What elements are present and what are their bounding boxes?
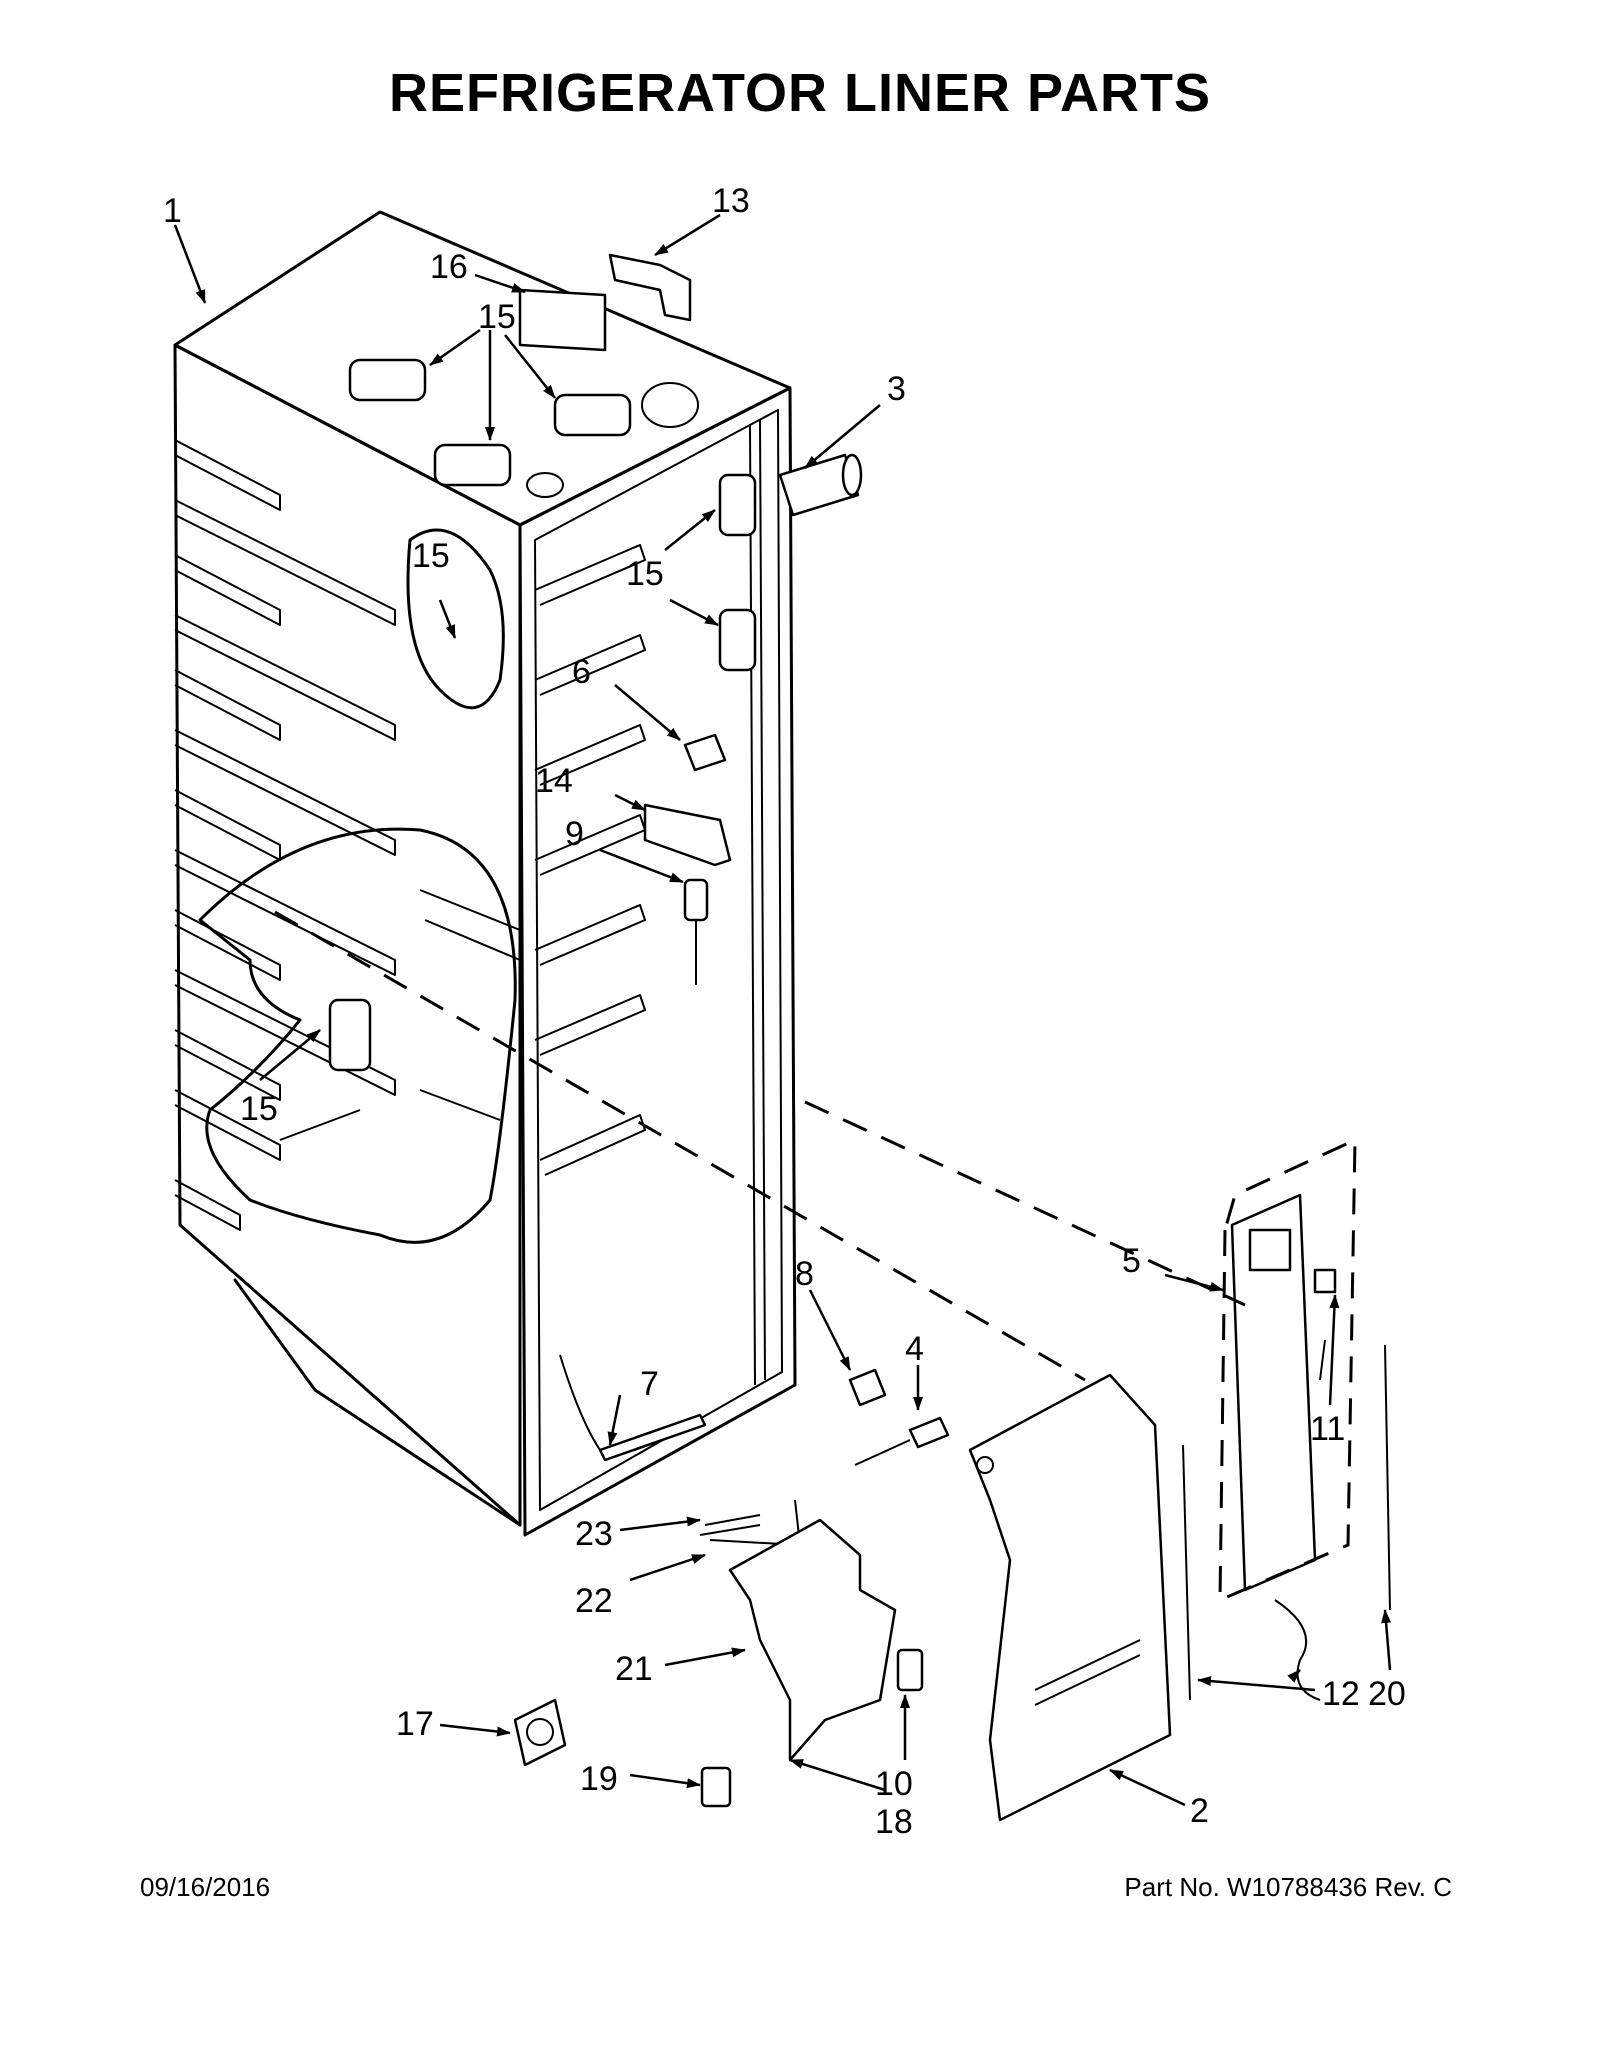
callout-6: 6 bbox=[572, 653, 591, 691]
callout-15-upper-blob: 15 bbox=[412, 537, 450, 575]
explode-lines bbox=[274, 910, 1357, 1603]
footer-part-number: Part No. W10788436 Rev. C bbox=[1124, 1872, 1452, 1902]
callout-4: 4 bbox=[905, 1330, 924, 1368]
callout-7: 7 bbox=[640, 1365, 659, 1403]
footer-date: 09/16/2016 bbox=[140, 1872, 271, 1902]
callout-21: 21 bbox=[615, 1650, 653, 1688]
callout-15-top: 15 bbox=[478, 298, 516, 336]
callout-11: 11 bbox=[1310, 1410, 1345, 1448]
callout-numbers: 1 13 16 15 3 15 15 6 14 9 15 8 4 7 5 11 … bbox=[163, 182, 1406, 1841]
callout-12: 12 bbox=[1322, 1675, 1360, 1713]
callout-23: 23 bbox=[575, 1515, 613, 1553]
callout-16: 16 bbox=[430, 248, 468, 286]
callout-17: 17 bbox=[396, 1705, 434, 1743]
callout-15-cutaway: 15 bbox=[240, 1090, 278, 1128]
leader-arrows bbox=[173, 213, 1392, 1807]
callout-10: 10 bbox=[875, 1765, 913, 1803]
callout-15-right: 15 bbox=[626, 555, 664, 593]
liner-assembly bbox=[173, 210, 797, 1537]
page-title: REFRIGERATOR LINER PARTS bbox=[388, 63, 1212, 123]
callout-14: 14 bbox=[535, 762, 573, 800]
callout-9: 9 bbox=[565, 815, 584, 853]
callout-13: 13 bbox=[712, 182, 750, 220]
callout-5: 5 bbox=[1122, 1242, 1141, 1280]
callout-18: 18 bbox=[875, 1803, 913, 1841]
callout-1: 1 bbox=[163, 192, 182, 230]
callout-20: 20 bbox=[1368, 1675, 1406, 1713]
component-parts bbox=[328, 253, 1391, 1822]
callout-22: 22 bbox=[575, 1582, 613, 1620]
callout-19: 19 bbox=[580, 1760, 618, 1798]
callout-2: 2 bbox=[1190, 1792, 1209, 1830]
callout-8: 8 bbox=[795, 1255, 814, 1293]
callout-3: 3 bbox=[887, 370, 906, 408]
